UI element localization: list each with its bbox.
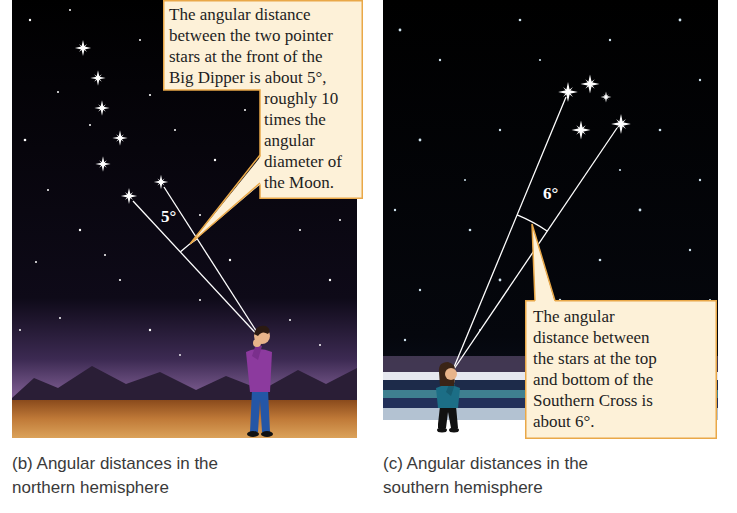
callout-border — [526, 301, 717, 439]
observer-figure — [246, 326, 273, 437]
callout-tail — [532, 224, 555, 302]
sight-lines — [133, 187, 262, 340]
callout-box: The angular distance between the two poi… — [163, 0, 363, 199]
mountains — [12, 366, 357, 404]
wrap-spacer — [169, 88, 264, 488]
figure-caption: (c) Angular distances in the southern he… — [383, 452, 653, 500]
angle-label: 5° — [161, 207, 176, 227]
faint-stars — [394, 19, 711, 342]
callout-tail-border — [190, 155, 260, 244]
figure-caption: (b) Angular distances in the northern he… — [12, 452, 282, 500]
sky — [12, 0, 357, 438]
big-dipper-stars — [75, 40, 168, 204]
observer-figure — [436, 362, 460, 433]
southern-cross-stars — [558, 75, 631, 140]
callout-tail-border — [532, 224, 555, 301]
angle-label: 6° — [543, 184, 558, 204]
callout-box: The angular distance between the stars a… — [525, 300, 717, 439]
ground — [12, 400, 357, 438]
callout-tail — [190, 155, 262, 244]
northern-sky-panel — [12, 0, 357, 438]
callout-border — [164, 1, 363, 199]
